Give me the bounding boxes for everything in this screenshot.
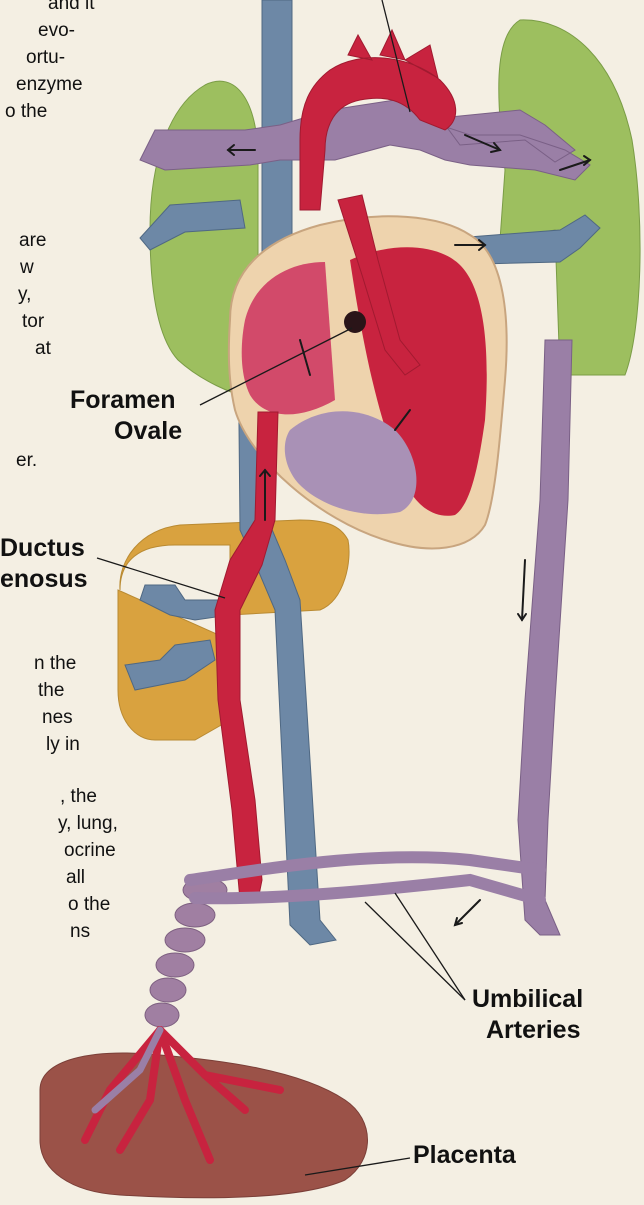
body-text-line: er. bbox=[16, 447, 37, 474]
body-text-line: at bbox=[35, 335, 51, 362]
descending-aorta bbox=[518, 340, 572, 935]
body-text-line: enzyme bbox=[16, 71, 83, 98]
label-placenta: Placenta bbox=[413, 1140, 516, 1171]
body-text-middle: are w y, tor at er. bbox=[0, 227, 60, 416]
body-text-bottom: , the y, lung, ocrine all o the ns bbox=[0, 783, 120, 972]
label-foramen-ovale-line1: Foramen bbox=[70, 385, 176, 416]
body-text-line: ns bbox=[70, 918, 90, 945]
label-umbilical-arteries-line2: Arteries bbox=[486, 1015, 581, 1046]
body-text-line: the bbox=[38, 677, 64, 704]
body-text-lower: n the the nes ly in bbox=[0, 650, 110, 785]
body-text-line: are bbox=[19, 227, 46, 254]
body-text-line: and it bbox=[48, 0, 94, 17]
label-ductus-venosus-line1: Ductus bbox=[0, 533, 85, 564]
body-text-line: tor bbox=[22, 308, 44, 335]
body-text-line: ortu- bbox=[26, 44, 65, 71]
body-text-line: , the bbox=[60, 783, 97, 810]
right-lung bbox=[499, 20, 640, 375]
body-text-line: nes bbox=[42, 704, 73, 731]
body-text-line: ly in bbox=[46, 731, 80, 758]
body-text-line: y, bbox=[18, 281, 31, 308]
leader-umbilical-1 bbox=[395, 893, 465, 1000]
label-foramen-ovale-line2: Ovale bbox=[114, 416, 182, 447]
body-text-top: and it evo- ortu- enzyme o the bbox=[0, 0, 90, 152]
body-text-line: o the bbox=[68, 891, 110, 918]
body-text-line: w bbox=[20, 254, 34, 281]
body-text-line: o the bbox=[5, 98, 47, 125]
body-text-line: all bbox=[66, 864, 85, 891]
body-text-line: n the bbox=[34, 650, 76, 677]
label-ductus-venosus-line2: enosus bbox=[0, 564, 88, 595]
leader-umbilical-2 bbox=[365, 902, 465, 1000]
body-text-line: ocrine bbox=[64, 837, 116, 864]
body-text-line: evo- bbox=[38, 17, 75, 44]
label-umbilical-arteries-line1: Umbilical bbox=[472, 984, 583, 1015]
body-text-line: y, lung, bbox=[58, 810, 118, 837]
